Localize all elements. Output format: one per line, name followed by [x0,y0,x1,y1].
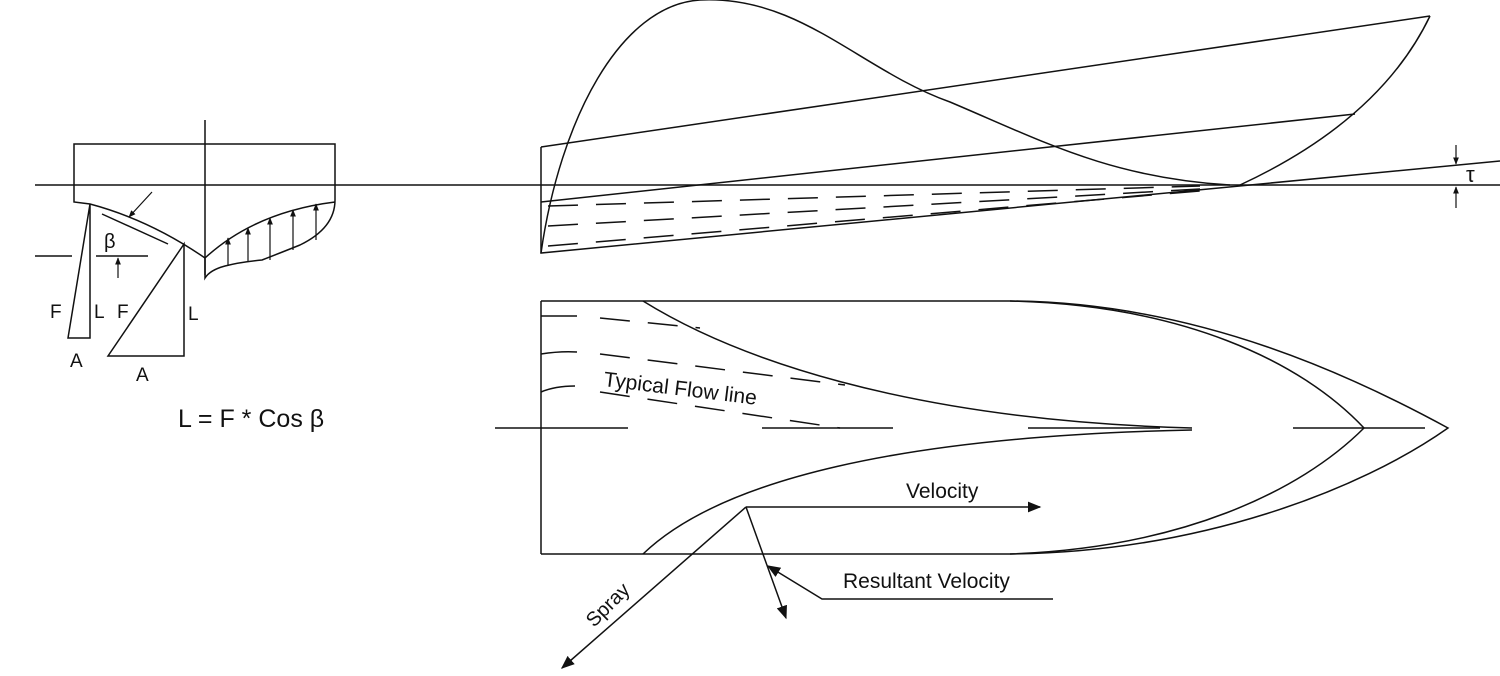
section-view: β F L A F L A L = F * Cos β [35,120,336,433]
pressure-curve [540,0,1231,254]
large-triangle-a-label: A [136,365,149,386]
trim-angle-label: τ [1466,162,1475,187]
plan-view: Typical Flow line Velocity Spray Resulta… [495,300,1450,669]
bow-profile [1239,15,1431,186]
chine-line [540,113,1356,203]
large-force-triangle [106,241,185,357]
resultant-leader [766,565,1053,600]
flow-line-stub [540,385,576,393]
small-triangle-a-label: A [70,351,83,372]
large-triangle-f-label: F [117,302,129,323]
profile-view: τ [540,0,1500,254]
spray-arrow [560,506,747,669]
spray-label: Spray [582,579,635,632]
flow-line-stub [540,351,578,355]
hull-outline-outer [541,300,1450,555]
sheer-line [540,15,1431,148]
resultant-velocity-arrow [745,506,787,620]
flow-line-dashed [547,190,1201,247]
normal-force-arrow [128,191,153,218]
flow-line-label: Typical Flow line [602,368,758,410]
stagnation-line-upper [642,300,1193,429]
flow-line-dashed [599,317,701,329]
small-force-triangle [67,203,91,339]
hull-profile-keel [540,147,1500,254]
velocity-label: Velocity [906,480,979,503]
small-triangle-f-label: F [50,302,62,323]
deadrise-line [101,213,169,245]
small-triangle-l-label: L [94,302,105,323]
flow-line-dashed [547,185,1201,207]
large-triangle-l-label: L [188,304,199,325]
pressure-distribution [204,185,336,281]
flow-line-dashed [599,353,846,386]
flow-line-dashed [547,188,1201,227]
stagnation-line-lower [642,429,1193,555]
hull-bottom-port [73,185,206,259]
flow-line-dashed [599,391,841,429]
resultant-velocity-label: Resultant Velocity [843,570,1010,593]
beta-label: β [104,231,116,253]
lift-formula: L = F * Cos β [178,405,324,433]
hull-topsides [73,143,336,185]
